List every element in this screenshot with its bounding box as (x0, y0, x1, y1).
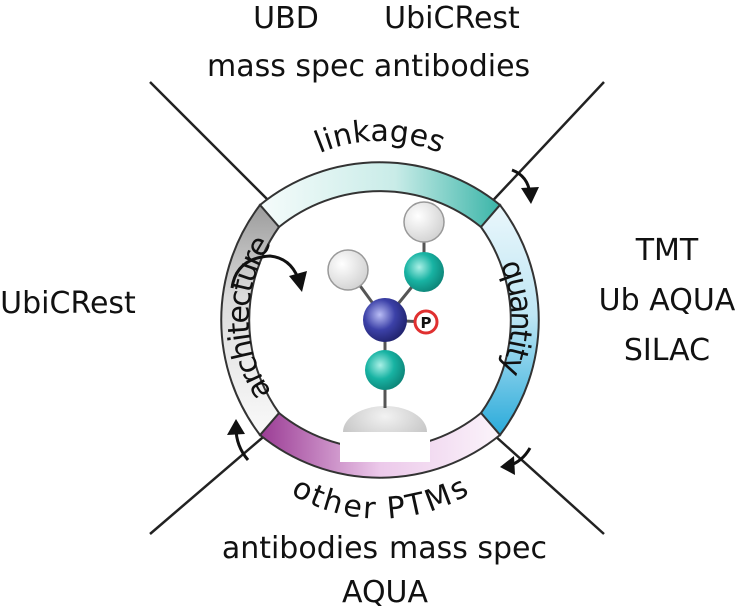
ubiquitin-core (363, 298, 407, 342)
method-silac: SILAC (624, 333, 710, 368)
cycle-arrow-se (500, 447, 532, 475)
diagonal-line-sw (149, 425, 277, 535)
architecture-arrow (230, 254, 307, 292)
method-tmt: TMT (635, 233, 699, 268)
diagonal-line-nw (149, 81, 277, 209)
ubiquitin-white-top (403, 201, 445, 243)
phospho-icon (413, 309, 439, 335)
method-antibodies-top: antibodies (374, 49, 530, 84)
ubiquitin-teal-lower (365, 350, 405, 390)
method-mass-spec-bottom: mass spec (389, 531, 547, 566)
cycle-arrow-ne (511, 168, 539, 204)
ring-label-linkages: linkages (310, 114, 450, 161)
cycle-arrow-sw (227, 419, 250, 461)
diagonal-line-ne (483, 81, 605, 211)
method-ub-aqua: Ub AQUA (599, 283, 736, 318)
ubiquitin-chain: P (327, 201, 445, 462)
method-ubicrest-top: UbiCRest (384, 1, 520, 36)
ring-segment-architecture (220, 203, 281, 437)
method-antibodies-bottom: antibodies (222, 531, 378, 566)
ring-segment-linkages (258, 161, 502, 229)
method-mass-spec-top: mass spec (207, 49, 365, 84)
method-aqua: AQUA (342, 575, 429, 610)
ring-label-quantity: quantity (493, 255, 539, 381)
method-ubd: UBD (253, 1, 319, 36)
ubiquitin-white-left (327, 249, 369, 291)
ubiquitin-teal-upper (404, 252, 444, 292)
diagonal-line-se (483, 425, 605, 535)
phospho-label: P (421, 314, 432, 332)
method-ubicrest-left: UbiCRest (0, 286, 136, 321)
